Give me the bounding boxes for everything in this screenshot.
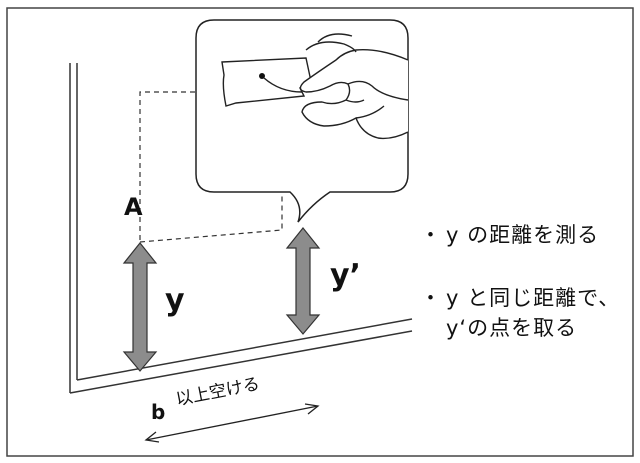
note-1-text: y の距離を測る [446,223,600,247]
note-2-text-line1: y と同じ距離で、 [446,286,621,310]
y-measure-arrow [122,242,158,372]
dashed-guide-bottom [139,190,283,243]
note-2-text-line2: y‘の点を取る [446,316,578,340]
y-label: y [165,283,185,318]
y-prime-label: y’ [330,258,361,293]
floor-line-lower [69,330,413,394]
point-a-label: A [124,193,143,221]
hand-icon [263,33,409,140]
dashed-guide-left [139,91,195,240]
y-prime-measure-arrow [285,227,321,335]
b-letter-label: b [151,400,166,424]
note-1-bullet: ・ [420,223,442,247]
note-2-bullet: ・ [420,286,442,310]
b-distance-arrow [144,403,320,443]
floor-line-upper [76,318,413,381]
marked-point-icon [259,73,265,79]
